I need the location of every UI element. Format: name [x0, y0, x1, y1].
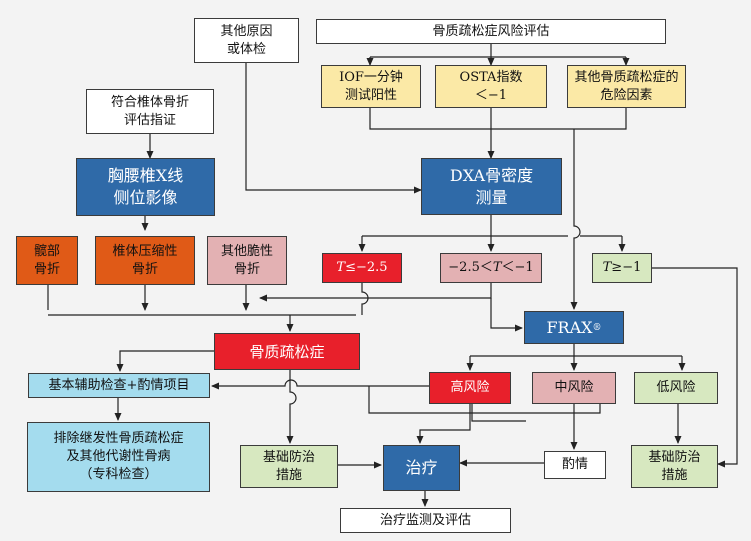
other-fragility-fracture-box: 其他脆性 骨折 [207, 236, 287, 285]
spine-xray-box: 胸腰椎X线 侧位影像 [76, 158, 215, 216]
osta-index-box: OSTA指数 ＜−1 [435, 65, 547, 108]
monitoring-box: 治疗监测及评估 [340, 508, 511, 533]
iof-test-box: IOF一分钟 测试阳性 [321, 65, 421, 108]
risk-assessment-box: 骨质疏松症风险评估 [316, 19, 666, 44]
basic-prevention-left-box: 基础防治 措施 [240, 445, 338, 488]
exclude-secondary-box: 排除继发性骨质疏松症 及其他代谢性骨病 （专科检查） [27, 422, 210, 492]
t-score-low-box: T ≤−2.5 [322, 253, 402, 283]
frax-box: FRAX® [524, 311, 624, 344]
t-score-mid-box: −2.5＜ T ＜−1 [440, 253, 542, 283]
t-score-high-box: T ≥−1 [592, 253, 652, 283]
mid-risk-box: 中风险 [532, 372, 616, 404]
high-risk-box: 高风险 [429, 372, 511, 404]
treatment-box: 治疗 [383, 445, 460, 491]
other-causes-box: 其他原因 或体检 [194, 18, 299, 63]
discretion-box: 酌情 [544, 451, 606, 479]
basic-exam-box: 基本辅助检查+酌情项目 [28, 373, 210, 398]
basic-prevention-right-box: 基础防治 措施 [631, 445, 718, 488]
osteoporosis-box: 骨质疏松症 [214, 333, 360, 370]
dxa-measurement-box: DXA骨密度 测量 [421, 158, 562, 215]
vertebral-compression-fracture-box: 椎体压缩性 骨折 [95, 236, 195, 285]
low-risk-box: 低风险 [634, 372, 718, 404]
hip-fracture-box: 髋部 骨折 [16, 236, 78, 285]
vertebral-indication-box: 符合椎体骨折 评估指证 [86, 89, 214, 134]
other-risk-factors-box: 其他骨质疏松症的 危险因素 [567, 65, 686, 108]
